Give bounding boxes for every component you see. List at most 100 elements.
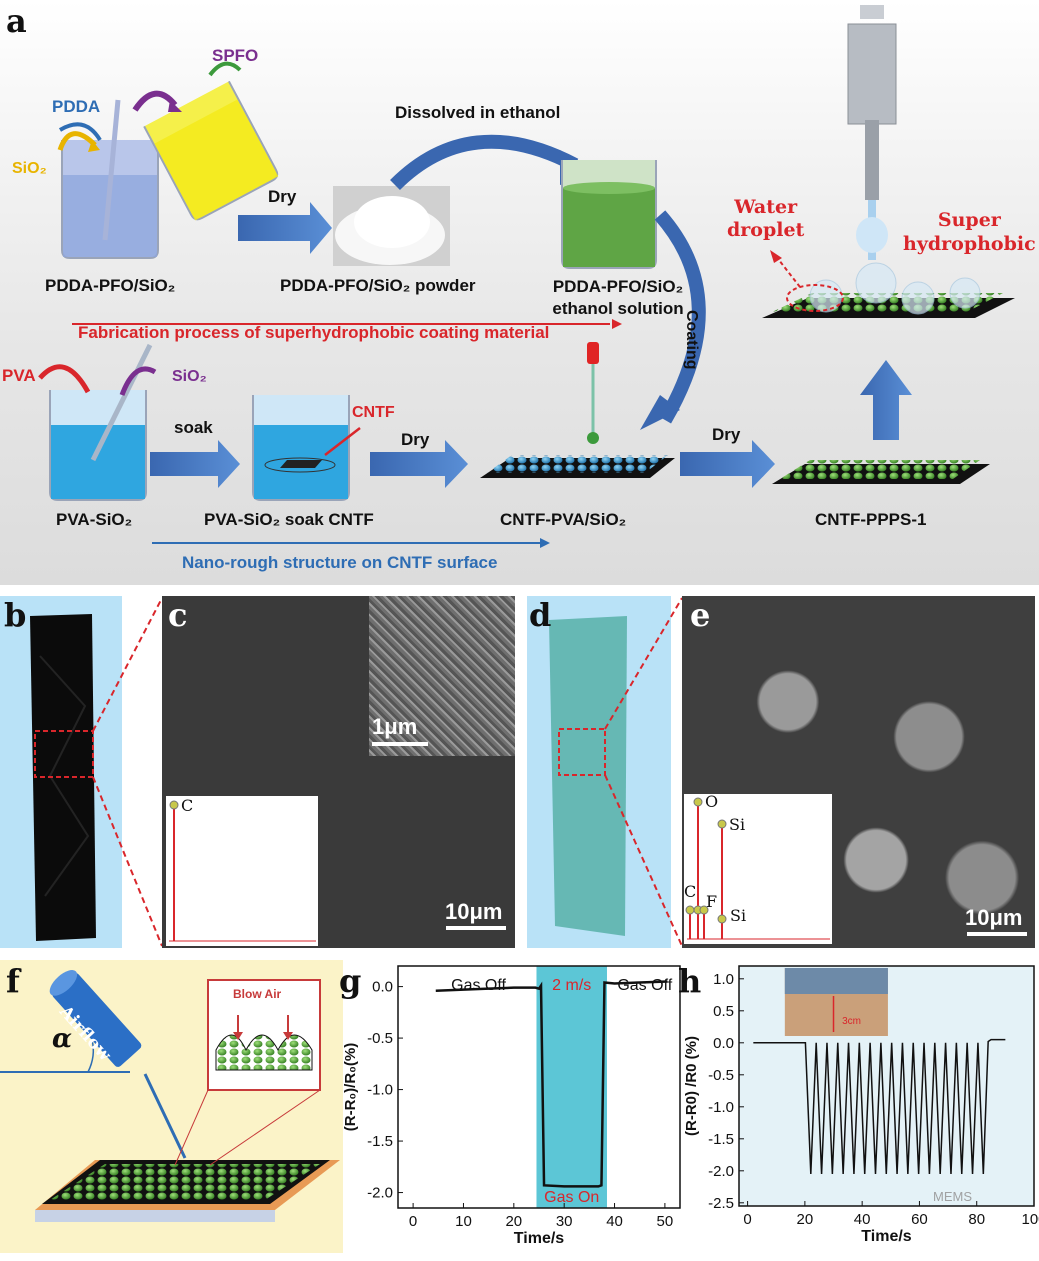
y-tick-label: 0.0 [372, 979, 393, 996]
panel-e: O Si C F Si 10μm e [682, 596, 1035, 948]
x-axis-label: Time/s [861, 1228, 912, 1245]
zoom-lines-de [604, 597, 683, 947]
label-dry-3: Dry [712, 425, 741, 444]
y-tick-label: 0.5 [713, 1003, 734, 1020]
label-coating: Coating [683, 310, 700, 370]
purple-curve-arrow [132, 90, 178, 112]
y-tick-label: -1.5 [367, 1133, 393, 1150]
y-tick-label: -2.0 [367, 1185, 393, 1202]
annotation-gas-on: Gas On [544, 1189, 599, 1206]
scale-bar-c [446, 926, 506, 930]
label-sio2-top: SiO₂ [12, 160, 47, 177]
x-tick-label: 60 [911, 1211, 928, 1228]
label-dry-2: Dry [401, 430, 430, 449]
y-tick-label: -2.5 [708, 1195, 734, 1212]
y-tick-label: -1.5 [708, 1131, 734, 1148]
panel-f: Blow Air Airflow α f [0, 960, 343, 1253]
arrow-coating [654, 210, 706, 424]
panel-label-g: g [339, 962, 362, 1000]
annotation-gas-off-right: Gas Off [617, 977, 672, 994]
panel-b: b [0, 596, 122, 948]
label-pva-sio2: PVA-SiO₂ [56, 510, 133, 529]
panel-h: 3cm0204060801001.00.50.0-0.5-1.0-1.5-2.0… [678, 960, 1039, 1256]
label-alpha: α [52, 1024, 73, 1054]
label-pva: PVA [2, 366, 36, 385]
eds-c-peak: C [181, 796, 194, 815]
label-spfo: SPFO [212, 46, 259, 65]
beaker-pva [38, 343, 157, 501]
panel-label-b: b [4, 596, 27, 634]
panel-d-drawing [549, 616, 627, 936]
zoom-lines-bc [92, 597, 163, 947]
x-tick-label: 0 [743, 1211, 751, 1228]
eds-e-peak-f: F [706, 892, 718, 911]
y-tick-label: 0.0 [713, 1035, 734, 1052]
beaker-spfo [143, 80, 279, 221]
label-blow-air: Blow Air [233, 987, 282, 1001]
label-dry-1: Dry [268, 187, 297, 206]
label-water-droplet: Water droplet [727, 196, 804, 242]
x-axis-label: Time/s [514, 1230, 565, 1247]
arrow-dry-3 [680, 440, 775, 488]
scale-bar-e [967, 932, 1027, 936]
x-tick-label: 40 [606, 1213, 623, 1230]
x-tick-label: 20 [797, 1211, 814, 1228]
arrow-dissolved [390, 134, 579, 190]
label-pdda: PDDA [52, 97, 101, 116]
label-cntf: CNTF [352, 404, 395, 421]
y-tick-label: -2.0 [708, 1163, 734, 1180]
panel-label-f: f [6, 962, 20, 1000]
x-tick-label: 20 [505, 1213, 522, 1230]
label-pva-soak: PVA-SiO₂ soak CNTF [204, 510, 374, 529]
arrow-soak [150, 440, 240, 488]
inset-scale-bar [372, 742, 428, 746]
panel-f-drawing [0, 970, 340, 1222]
annotation-speed: 2 m/s [552, 977, 591, 994]
eds-e-peak-si2: Si [730, 906, 747, 925]
arrow-dry-2 [370, 440, 468, 488]
label-water-line2: droplet [727, 219, 805, 241]
x-tick-label: 30 [556, 1213, 573, 1230]
eds-inset-c: C [166, 796, 318, 946]
panel-a-schematic: a SPFO PDDA SiO₂ PDDA-PFO/SiO₂ Dry Disso… [0, 0, 1039, 585]
panel-label-d: d [529, 596, 552, 634]
label-super-hydrophobic: Super hydrophobic [903, 208, 1036, 256]
label-fabrication: Fabrication process of superhydrophobic … [78, 323, 550, 342]
beaker-soak [252, 395, 361, 501]
y-tick-label: -1.0 [708, 1099, 734, 1116]
pipette [847, 5, 897, 260]
gas-on-region [536, 966, 607, 1208]
panel-d: d [527, 596, 671, 948]
label-solution-line2: ethanol solution [552, 299, 684, 318]
watermark: MEMS [933, 1189, 972, 1204]
panel-b-drawing [30, 614, 96, 941]
scale-label-e: 10μm [965, 905, 1023, 930]
x-tick-label: 0 [409, 1213, 417, 1230]
inset-photo-sky [784, 968, 888, 994]
inset-label: 3cm [842, 1016, 861, 1027]
label-pdda-pfo: PDDA-PFO/SiO₂ [45, 276, 176, 295]
arrow-dry-1 [238, 202, 332, 254]
panel-label-e: e [690, 596, 711, 634]
chart-h: 3cm0204060801001.00.50.0-0.5-1.0-1.5-2.0… [683, 965, 1039, 1245]
cntf-ppps-surface [772, 460, 990, 484]
label-solution-line1: PDDA-PFO/SiO₂ [552, 277, 684, 296]
panel-c: 1μm C 10μm c [162, 596, 515, 948]
y-axis-label: (R-R₀)/R₀(%) [343, 1043, 359, 1132]
label-soak: soak [174, 418, 213, 437]
y-axis-label: (R-R0) /R0 (%) [684, 1036, 700, 1136]
panel-a-drawing [38, 5, 1015, 548]
powder-image [333, 186, 450, 266]
annotation-gas-off-left: Gas Off [451, 977, 506, 994]
y-tick-label: 1.0 [713, 971, 734, 988]
cntf-pva-surface [480, 342, 675, 478]
label-solution: PDDA-PFO/SiO₂ ethanol solution [533, 276, 703, 320]
label-powder: PDDA-PFO/SiO₂ powder [280, 276, 476, 295]
panel-label-h: h [678, 962, 702, 1000]
label-nano: Nano-rough structure on CNTF surface [182, 553, 498, 572]
arrow-up [860, 360, 912, 440]
sem-inset [369, 596, 515, 756]
eds-e-peak-o: O [705, 792, 719, 811]
label-cntf-pva: CNTF-PVA/SiO₂ [500, 510, 627, 529]
